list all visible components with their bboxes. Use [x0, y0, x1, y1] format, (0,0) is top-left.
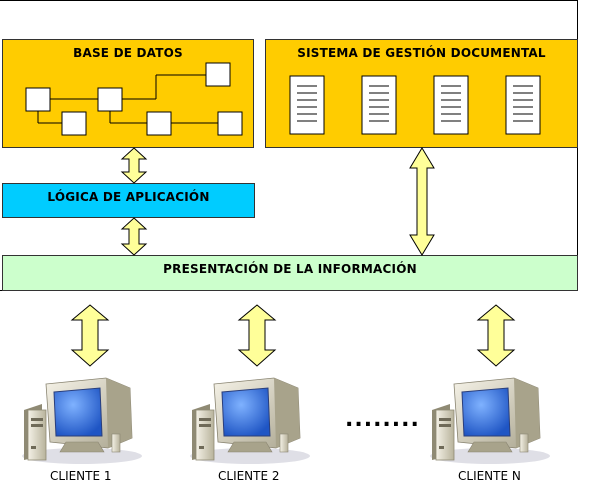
presentation-title: PRESENTACIÓN DE LA INFORMACIÓN [163, 262, 417, 276]
db-table-1 [25, 87, 51, 112]
document-icon [505, 75, 541, 135]
document-management-title: SISTEMA DE GESTIÓN DOCUMENTAL [297, 46, 546, 60]
connector-arrows [70, 147, 516, 367]
application-logic-title: LÓGICA DE APLICACIÓN [47, 190, 210, 204]
arrow-db-logic [120, 147, 148, 184]
database-schema-graphic [25, 62, 243, 136]
db-table-4 [146, 111, 172, 136]
application-logic-box: LÓGICA DE APLICACIÓN [2, 183, 255, 218]
arrow-docs-presentation [409, 147, 435, 256]
arrow-client-2 [237, 304, 277, 367]
client-n-label: CLIENTE N [458, 469, 521, 483]
computer-icon [189, 377, 311, 465]
db-table-6 [217, 111, 243, 136]
presentation-box: PRESENTACIÓN DE LA INFORMACIÓN [2, 255, 578, 291]
db-table-3 [97, 87, 123, 112]
arrow-client-n [476, 304, 516, 367]
client-2-label: CLIENTE 2 [218, 469, 280, 483]
computer-icon [429, 377, 551, 465]
db-table-5 [205, 62, 231, 87]
more-clients-ellipsis: ........ [345, 407, 420, 432]
arrow-client-1 [70, 304, 110, 367]
database-title: BASE DE DATOS [73, 46, 183, 60]
document-icon [289, 75, 325, 135]
arrow-logic-presentation [120, 217, 148, 256]
client-computers [21, 377, 551, 465]
db-table-2 [61, 111, 87, 136]
document-icon [361, 75, 397, 135]
document-icons [289, 75, 541, 135]
client-1-label: CLIENTE 1 [50, 469, 112, 483]
document-icon [433, 75, 469, 135]
database-box: BASE DE DATOS [2, 39, 254, 148]
computer-icon [21, 377, 143, 465]
